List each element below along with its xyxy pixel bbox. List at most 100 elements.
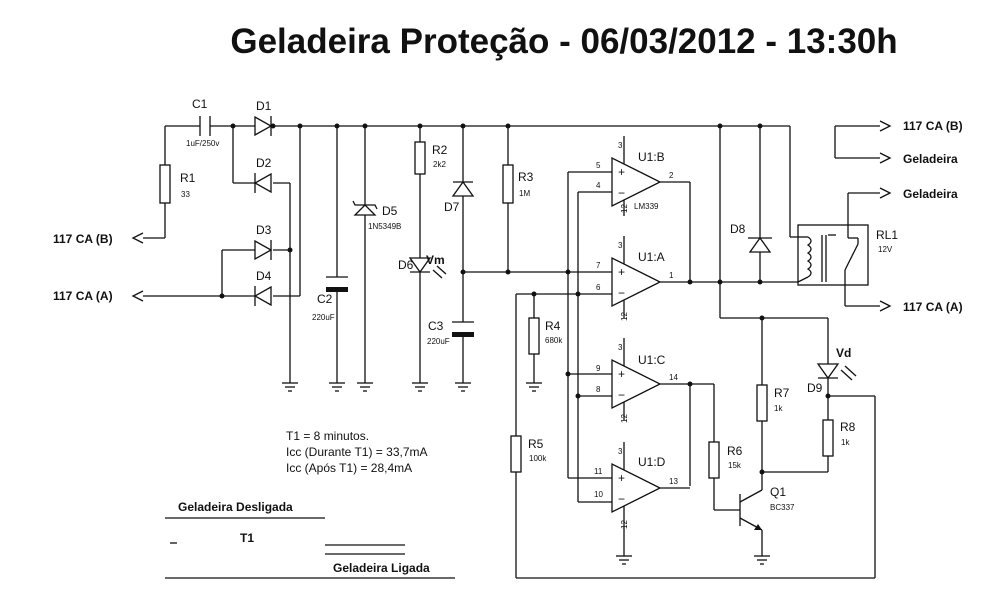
r3-label: R3 (518, 170, 534, 184)
svg-text:13: 13 (669, 477, 678, 486)
r8-label: R8 (840, 420, 856, 434)
r7-label: R7 (774, 386, 790, 400)
svg-text:12: 12 (620, 520, 629, 529)
r2-value: 2k2 (433, 160, 446, 169)
d2-label: D2 (256, 156, 272, 170)
resistor-r4: R4 680k (528, 291, 563, 383)
led-d6: D6 Vm (398, 253, 447, 383)
capacitor-c1: C1 1uF/250v (186, 97, 219, 148)
note-t1: T1 = 8 minutos. (286, 429, 369, 443)
r4-value: 680k (545, 336, 563, 345)
q1-label: Q1 (770, 485, 786, 499)
svg-text:+: + (618, 265, 625, 279)
svg-text:14: 14 (669, 373, 678, 382)
svg-text:6: 6 (596, 283, 601, 292)
r8-value: 1k (841, 438, 850, 447)
note-icc-during: Icc (Durante T1) = 33,7mA (286, 445, 428, 459)
svg-text:10: 10 (594, 490, 603, 499)
svg-text:3: 3 (618, 447, 623, 456)
svg-text:−: − (618, 186, 625, 200)
diode-d1: D1 (254, 99, 273, 137)
port-right-b-label: 117 CA (B) (903, 119, 963, 133)
r6-value: 15k (728, 461, 742, 470)
timing-on-label: Geladeira Ligada (333, 561, 430, 575)
d3-label: D3 (256, 223, 272, 237)
r7-value: 1k (774, 404, 783, 413)
port-left-a-label: 117 CA (A) (53, 289, 113, 303)
comparator-u1b: + − 3 5 4 2 12 U1:B LM339 (596, 136, 691, 272)
diode-d4: D4 (253, 269, 272, 307)
diode-d2: D2 (253, 156, 272, 194)
r2-label: R2 (432, 143, 448, 157)
r1-label: R1 (180, 171, 196, 185)
right-ports: 117 CA (B) Geladeira Geladeira 117 CA (A… (834, 119, 963, 314)
resistor-r8: R8 1k (822, 393, 856, 472)
svg-text:1: 1 (669, 271, 674, 280)
r4-label: R4 (545, 319, 561, 333)
comparator-u1d: + − 3 11 10 13 12 U1:D (594, 442, 690, 556)
capacitor-c3: C3 220uF (427, 319, 474, 383)
rl1-label: RL1 (876, 228, 898, 242)
c3-label: C3 (428, 319, 444, 333)
r5-value: 100k (529, 454, 547, 463)
c3-value: 220uF (427, 337, 450, 346)
u1d-label: U1:D (638, 455, 666, 469)
transistor-q1: Q1 BC337 (739, 472, 795, 556)
u1c-label: U1:C (638, 353, 666, 367)
diode-d3: D3 (254, 223, 273, 261)
timing-t1-label: T1 (240, 531, 254, 545)
resistor-r6: R6 15k (708, 441, 743, 511)
capacitor-c2: C2 220uF (312, 123, 348, 383)
left-port-a: 117 CA (A) (53, 289, 255, 303)
svg-text:7: 7 (596, 261, 601, 270)
timing-off-label: Geladeira Desligada (178, 500, 293, 514)
svg-text:8: 8 (596, 385, 601, 394)
c2-label: C2 (317, 292, 333, 306)
svg-text:2: 2 (669, 171, 674, 180)
port-right-a-label: 117 CA (A) (903, 300, 963, 314)
port-right-geladeira-2: Geladeira (903, 187, 958, 201)
diagram-title: Geladeira Proteção - 06/03/2012 - 13:30h (0, 22, 998, 62)
resistor-r5: R5 100k (510, 435, 875, 579)
svg-text:12: 12 (620, 312, 629, 321)
left-port-b: 117 CA (B) (53, 232, 144, 246)
svg-text:11: 11 (594, 467, 603, 476)
d6-vm-label: Vm (426, 253, 445, 267)
svg-text:3: 3 (618, 343, 623, 352)
resistor-r1: R1 33 (143, 164, 196, 239)
u1a-label: U1:A (638, 250, 665, 264)
d9-vd-label: Vd (836, 346, 851, 360)
svg-text:−: − (618, 286, 625, 300)
d8-label: D8 (730, 222, 746, 236)
d6-label: D6 (398, 258, 414, 272)
d1-label: D1 (256, 99, 272, 113)
svg-text:+: + (618, 471, 625, 485)
svg-text:12: 12 (620, 414, 629, 423)
diode-d7: D7 (444, 123, 475, 322)
resistor-r2: R2 2k2 (414, 123, 448, 258)
vm-node-wiring (463, 171, 612, 377)
u1b-label: U1:B (638, 150, 665, 164)
resistor-r3: R3 1M (502, 123, 534, 275)
r3-value: 1M (519, 189, 530, 198)
r5-label: R5 (528, 437, 544, 451)
d5-value: 1N5349B (368, 222, 401, 231)
svg-text:+: + (618, 367, 625, 381)
svg-text:5: 5 (596, 161, 601, 170)
svg-text:−: − (618, 388, 625, 402)
bridge-rectifier (219, 123, 303, 383)
notes: T1 = 8 minutos. Icc (Durante T1) = 33,7m… (286, 429, 428, 475)
top-rail (164, 125, 798, 238)
r6-label: R6 (727, 444, 743, 458)
port-right-geladeira-1: Geladeira (903, 152, 958, 166)
note-icc-after: Icc (Após T1) = 28,4mA (286, 461, 412, 475)
svg-text:12: 12 (620, 204, 629, 213)
d4-label: D4 (256, 269, 272, 283)
c2-value: 220uF (312, 313, 335, 322)
u1b-value: LM339 (634, 202, 659, 211)
diode-d8: D8 (717, 123, 828, 319)
c1-value: 1uF/250v (186, 139, 219, 148)
title-text: Geladeira Proteção - 06/03/2012 - 13:30h (230, 22, 898, 61)
r1-value: 33 (181, 190, 190, 199)
